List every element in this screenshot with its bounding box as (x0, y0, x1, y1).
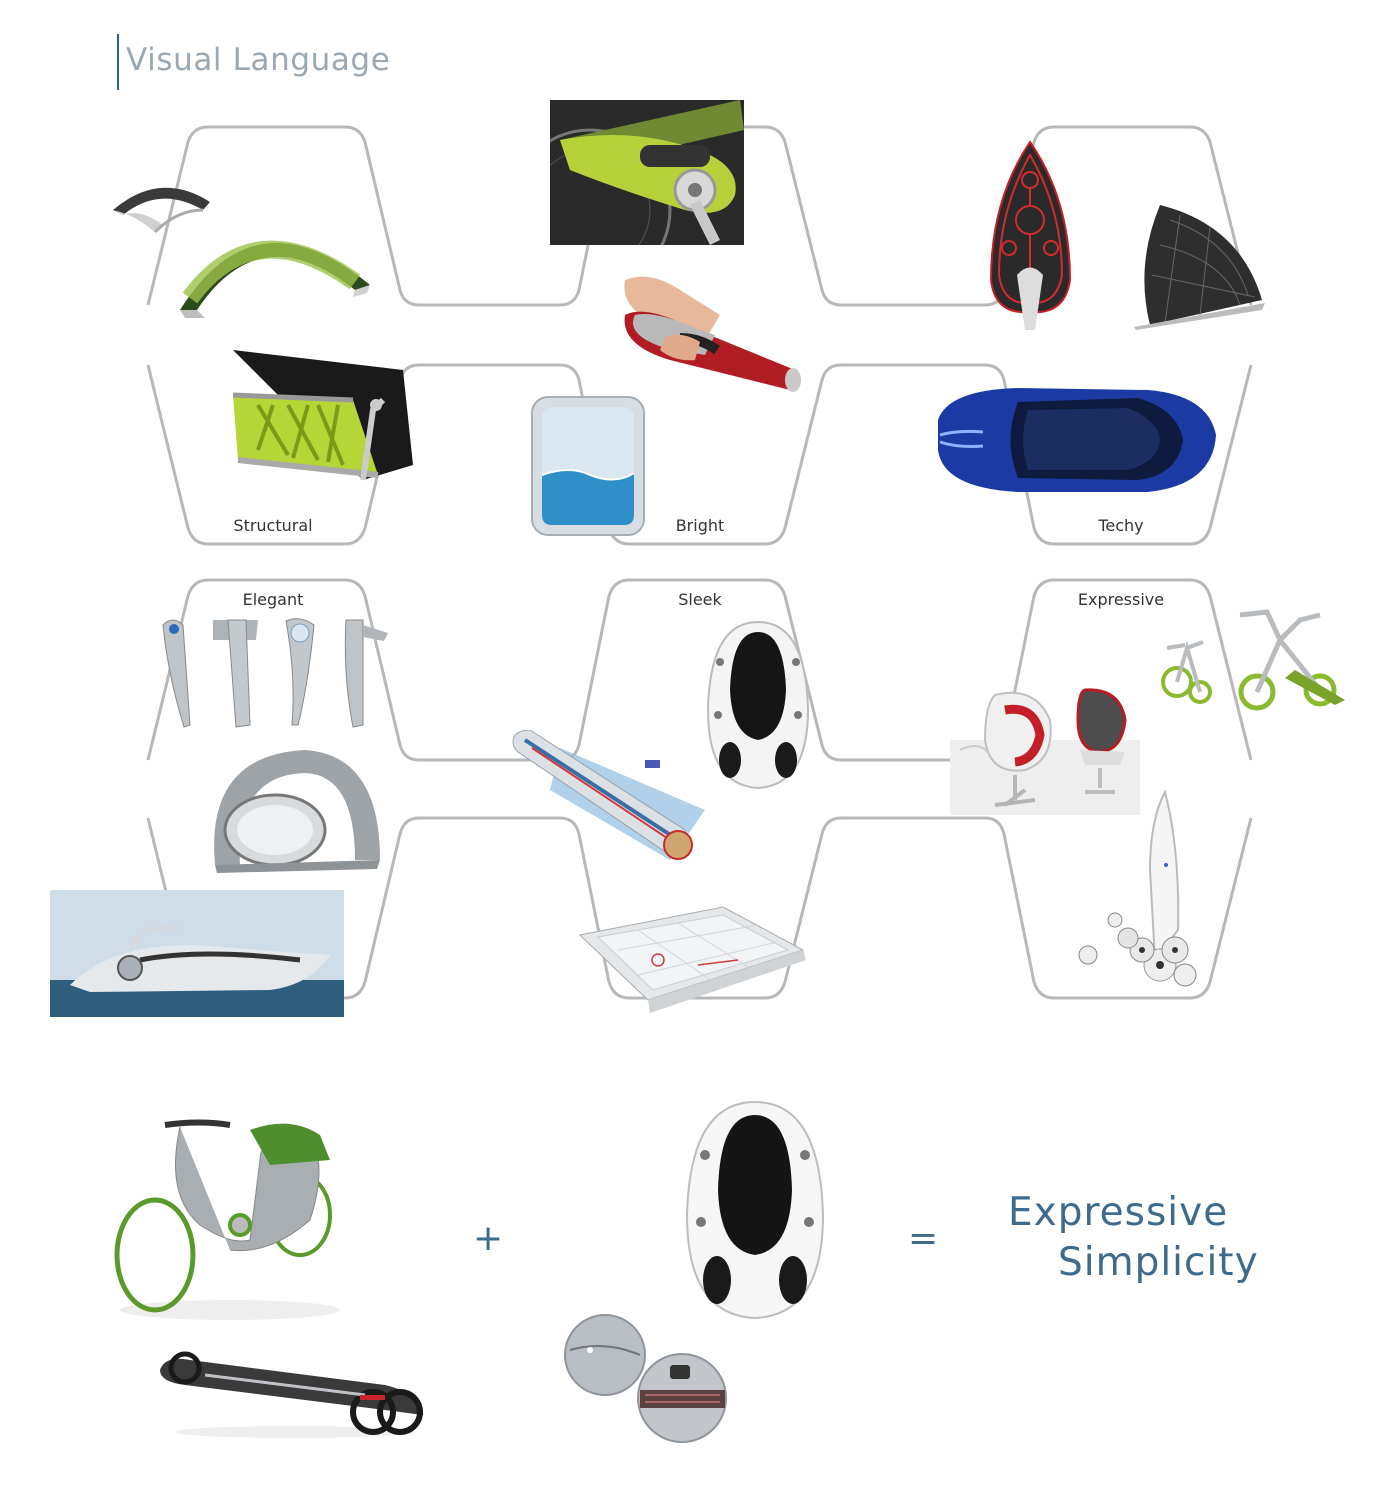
equals-sign: = (908, 1218, 939, 1259)
folding-tent-frame-image (232, 350, 413, 481)
red-flashlight-image (624, 276, 801, 392)
steel-chair-image (214, 750, 380, 873)
glass-cooktop-image (578, 906, 806, 1013)
expressive-chairs-image (950, 688, 1140, 815)
solar-leaf-image (1134, 205, 1265, 330)
label-techy: Techy (1098, 516, 1144, 535)
page-title: Visual Language (126, 42, 391, 78)
concept-scooter-image (114, 1119, 340, 1320)
result-line-1: Expressive (1008, 1190, 1229, 1235)
yacht-image (50, 890, 344, 1017)
blue-car-image (938, 388, 1216, 492)
label-expressive: Expressive (1077, 590, 1165, 609)
plus-sign: + (473, 1218, 504, 1259)
white-pod-large-image (685, 1100, 825, 1320)
header-rule (117, 34, 119, 90)
curved-glass-shelves-image (113, 187, 370, 318)
white-speaker-pod-image (706, 620, 810, 790)
electric-skateboard-image (160, 1351, 424, 1438)
bike-chainguard-image (550, 100, 744, 245)
sleek-cylinder-image (512, 730, 705, 860)
water-box-image (531, 396, 645, 536)
label-sleek: Sleek (678, 590, 722, 609)
lamp-spheres-image (1078, 790, 1197, 987)
sphere-robots-image (564, 1314, 727, 1443)
label-structural: Structural (233, 516, 313, 535)
green-folding-bikes-image (1161, 609, 1345, 711)
label-elegant: Elegant (242, 590, 304, 609)
label-bright: Bright (675, 516, 725, 535)
door-handles-image (162, 618, 388, 728)
result-line-2: Simplicity (1058, 1240, 1259, 1285)
red-teardrop-device-image (989, 140, 1072, 330)
